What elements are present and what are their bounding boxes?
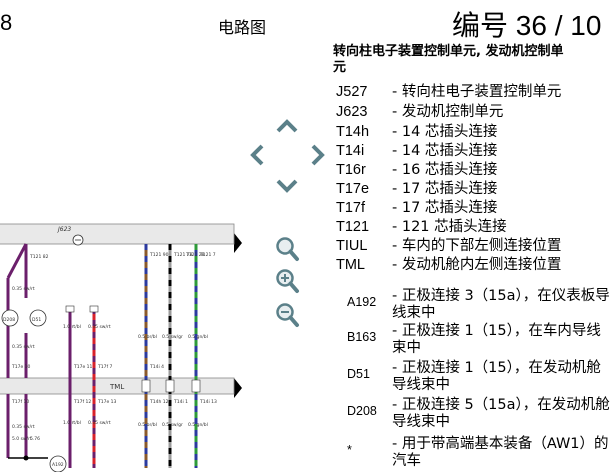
- legend-description: - 17 芯插头连接: [392, 200, 498, 216]
- wire-label: 0.35 sw/rt: [12, 344, 35, 350]
- connector-bar: [0, 377, 235, 395]
- module-title-line2: 元: [333, 60, 347, 75]
- wire-label: T17e 13: [97, 399, 117, 405]
- legend-description: - 17 芯插头连接: [392, 181, 498, 197]
- zoom-out-button[interactable]: [275, 302, 299, 328]
- wire-label: 0.35 sw/rt: [88, 324, 111, 330]
- legend-code: T121: [336, 219, 370, 235]
- zoom-in-icon: [276, 269, 299, 293]
- pan-down-button[interactable]: [273, 172, 301, 200]
- chevron-right-icon: [311, 144, 325, 166]
- chevron-up-icon: [276, 119, 298, 133]
- zoom-fit-button[interactable]: [275, 236, 299, 262]
- legend-code: *: [347, 443, 352, 457]
- wire-label: 0.35 sw/rt: [12, 424, 35, 430]
- wire-group-middle: [65, 305, 99, 468]
- legend-code: B163: [347, 330, 377, 344]
- wire-label: D51: [32, 317, 41, 323]
- zoom-in-button[interactable]: [275, 268, 299, 294]
- pan-left-button[interactable]: [243, 141, 271, 169]
- wire-label: 1.0 rt/bl: [63, 324, 81, 330]
- pan-right-button[interactable]: [304, 141, 332, 169]
- chevron-left-icon: [250, 144, 264, 166]
- wire-label: T17f 10: [11, 399, 29, 405]
- wire-label: 1.0 rt/bl: [63, 420, 81, 426]
- wire-label: 0.5 br/bl: [138, 334, 157, 340]
- legend-description: - 14 芯插头连接: [392, 143, 498, 159]
- legend-code: T17e: [336, 181, 370, 197]
- pin-label: T121 7: [199, 252, 216, 258]
- legend-description: - 车内的下部左侧连接位置: [392, 238, 562, 254]
- legend-code: TIUL: [336, 238, 368, 254]
- wire-label: 0.5 gn/bl: [188, 334, 208, 340]
- connector-label: TML: [109, 383, 124, 391]
- section-marker-arrow[interactable]: [234, 378, 242, 398]
- wire-label: 0.5 sw/gr: [162, 334, 183, 340]
- pin-label: T121 82: [29, 254, 49, 260]
- wire-label: T17f 12: [73, 399, 91, 405]
- wire-label: T14i 4: [149, 364, 164, 370]
- chevron-down-icon: [276, 179, 298, 193]
- pin-label: T121 28: [185, 252, 205, 258]
- legend-description: - 转向柱电子装置控制单元: [392, 84, 562, 100]
- wire-label: T14h 12: [149, 399, 169, 405]
- wire-group-right: [141, 244, 201, 468]
- pin-label: T121 78: [173, 252, 193, 258]
- section-marker-arrow[interactable]: [234, 233, 242, 253]
- wire-label: T14i 1: [173, 399, 188, 405]
- legend-code: D51: [347, 367, 370, 381]
- legend-code: T17f: [336, 200, 366, 216]
- legend-description: - 发动机控制单元: [392, 104, 504, 120]
- wire-group-left: [1, 243, 67, 472]
- module-label: J623: [57, 226, 71, 233]
- legend-description: - 16 芯插头连接: [392, 162, 498, 178]
- legend-description: - 121 芯插头连接: [392, 219, 507, 235]
- magnifier-icon: [276, 237, 299, 261]
- legend-code: T14h: [336, 124, 370, 140]
- zoom-out-icon: [276, 303, 299, 327]
- legend-description: - 用于带高端基本装备（AW1）的汽车: [392, 436, 609, 469]
- wire-label: T17e 10: [11, 364, 31, 370]
- wire-label: 5.76: [30, 436, 40, 442]
- module-title: 转向柱电子装置控制单元, 发动机控制单 元: [333, 44, 604, 76]
- legend-code: J527: [336, 84, 368, 100]
- wiring-diagram[interactable]: J623 TML T121: [0, 218, 242, 472]
- wire-label: 0.5 br/bl: [138, 422, 157, 428]
- module-title-line1: 转向柱电子装置控制单元, 发动机控制单: [333, 44, 564, 59]
- legend-code: J623: [336, 104, 368, 120]
- wire-label: D208: [3, 317, 15, 323]
- wire-label: T17e 11: [73, 364, 93, 370]
- wire-labels: T121 82 T121 90 T121 78 T121 28 T121 7 0…: [3, 252, 217, 468]
- legend-description: - 正极连接 1（15），在发动机舱导线束中: [392, 360, 601, 393]
- legend-description: - 正极连接 5（15a），在发动机舱导线束中: [392, 397, 610, 430]
- wire-label: 0.5 gn/bl: [188, 422, 208, 428]
- legend-code: TML: [336, 257, 365, 273]
- legend-code: T16r: [336, 162, 366, 178]
- wire-label: A192: [52, 462, 64, 468]
- wire-label: T17f 7: [97, 364, 112, 370]
- legend-code: A192: [347, 295, 377, 309]
- legend-description: - 14 芯插头连接: [392, 124, 498, 140]
- module-bar: [0, 223, 235, 245]
- pan-up-button[interactable]: [273, 112, 301, 140]
- document-label: 电路图: [218, 18, 267, 37]
- wire-label: 5.0 sw/rt: [12, 436, 32, 442]
- legend-description: - 正极连接 3（15a），在仪表板导线束中: [392, 288, 610, 321]
- wire-label: 0.35 sw/rt: [12, 286, 35, 292]
- legend-code: T14i: [336, 143, 365, 159]
- wire-label: T14i 13: [199, 399, 217, 405]
- wire-label: 0.35 sw/rt: [88, 420, 111, 426]
- pin-label: T121 90: [149, 252, 169, 258]
- wire-label: 0.5 sw/gr: [162, 422, 183, 428]
- legend-code: D208: [347, 404, 377, 418]
- page-number: 编号 36 / 10: [452, 10, 602, 41]
- page-number-left: 8: [0, 10, 13, 35]
- legend-description: - 正极连接 1（15），在车内导线束中: [392, 323, 601, 356]
- legend-description: - 发动机舱内左侧连接位置: [392, 257, 562, 273]
